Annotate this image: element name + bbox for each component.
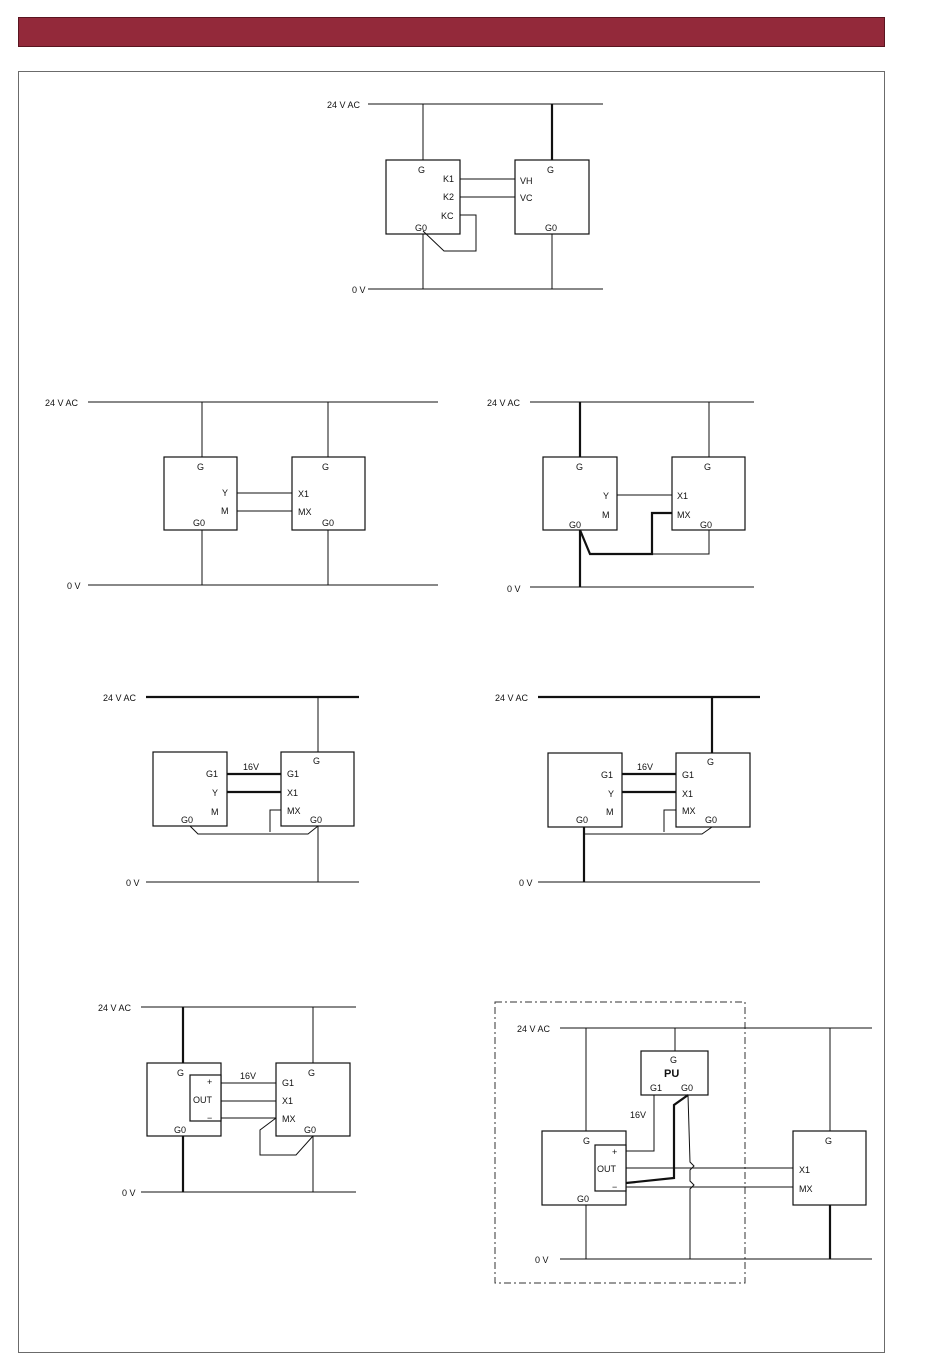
g1-label: G1: [282, 1078, 294, 1088]
g-label: G: [670, 1055, 677, 1065]
kc-label: KC: [441, 211, 454, 221]
plus-label: +: [612, 1147, 617, 1157]
x1-label: X1: [282, 1096, 293, 1106]
g0-label: G0: [705, 815, 717, 825]
g-label: G: [583, 1136, 590, 1146]
diagram-4: 24 V AC 0 V G1 Y M G0 G G1 X1 MX G0 16V: [103, 693, 359, 888]
zero-label: 0 V: [126, 878, 140, 888]
supply-label: 24 V AC: [517, 1024, 551, 1034]
g-label: G: [197, 462, 204, 472]
minus-label: −: [612, 1182, 617, 1192]
diagram-2: 24 V AC 0 V G Y M G0 G X1 MX G0: [45, 398, 438, 591]
m-label: M: [606, 807, 614, 817]
g0-label: G0: [577, 1194, 589, 1204]
g0-label: G0: [545, 223, 557, 233]
y-label: Y: [608, 789, 614, 799]
g0-label: G0: [681, 1083, 693, 1093]
g-label: G: [707, 757, 714, 767]
m-label: M: [221, 506, 229, 516]
zero-label: 0 V: [507, 584, 521, 594]
supply-label: 24 V AC: [103, 693, 137, 703]
out-label: OUT: [597, 1164, 617, 1174]
diagram-5: 24 V AC 0 V G1 Y M G0 G G1 X1 MX G0 16V: [495, 693, 760, 888]
v16-label: 16V: [637, 762, 653, 772]
x1-label: X1: [677, 491, 688, 501]
g0-label: G0: [322, 518, 334, 528]
diagram-6: 24 V AC 0 V G + OUT − G0 G G1 X1 MX G0 1…: [98, 1003, 356, 1198]
m-label: M: [211, 807, 219, 817]
zero-label: 0 V: [67, 581, 81, 591]
plus-label: +: [207, 1077, 212, 1087]
x1-label: X1: [799, 1165, 810, 1175]
diagram-3: 24 V AC 0 V G Y M G0 G X1 MX G0: [487, 398, 754, 594]
g0-label: G0: [576, 815, 588, 825]
supply-label: 24 V AC: [487, 398, 521, 408]
g-label: G: [313, 756, 320, 766]
y-label: Y: [222, 488, 228, 498]
mx-label: MX: [799, 1184, 813, 1194]
diagram-7: 24 V AC 0 V G PU G1 G0 G + OUT − G0 G X1…: [495, 1002, 872, 1283]
m-label: M: [602, 510, 610, 520]
x1-label: X1: [287, 788, 298, 798]
g-label: G: [825, 1136, 832, 1146]
g1-label: G1: [287, 769, 299, 779]
zero-label: 0 V: [122, 1188, 136, 1198]
y-label: Y: [212, 788, 218, 798]
k1-label: K1: [443, 174, 454, 184]
mx-label: MX: [682, 806, 696, 816]
supply-label: 24 V AC: [98, 1003, 132, 1013]
g0-label: G0: [310, 815, 322, 825]
k2-label: K2: [443, 192, 454, 202]
zero-label: 0 V: [352, 285, 366, 295]
g0-label: G0: [700, 520, 712, 530]
mx-label: MX: [282, 1114, 296, 1124]
vh-label: VH: [520, 176, 533, 186]
diagram-1: 24 V AC 0 V G K1 K2 KC G0 G VH VC G0: [327, 100, 603, 295]
g-label: G: [177, 1068, 184, 1078]
minus-label: −: [207, 1113, 212, 1123]
v16-label: 16V: [240, 1071, 256, 1081]
g0-label: G0: [569, 520, 581, 530]
g0-label: G0: [415, 223, 427, 233]
g-label: G: [547, 165, 554, 175]
mx-label: MX: [298, 507, 312, 517]
g0-label: G0: [181, 815, 193, 825]
supply-label: 24 V AC: [45, 398, 79, 408]
supply-label: 24 V AC: [495, 693, 529, 703]
x1-label: X1: [682, 789, 693, 799]
g-label: G: [418, 165, 425, 175]
y-label: Y: [603, 491, 609, 501]
g0-label: G0: [304, 1125, 316, 1135]
g1-label: G1: [601, 770, 613, 780]
x1-label: X1: [298, 489, 309, 499]
mx-label: MX: [677, 510, 691, 520]
mx-label: MX: [287, 806, 301, 816]
zero-label: 0 V: [535, 1255, 549, 1265]
v16-label: 16V: [243, 762, 259, 772]
out-label: OUT: [193, 1095, 213, 1105]
v16-label: 16V: [630, 1110, 646, 1120]
g-label: G: [576, 462, 583, 472]
pu-label: PU: [664, 1068, 679, 1080]
g1-label: G1: [650, 1083, 662, 1093]
g-label: G: [704, 462, 711, 472]
g0-label: G0: [174, 1125, 186, 1135]
supply-label: 24 V AC: [327, 100, 361, 110]
zero-label: 0 V: [519, 878, 533, 888]
g-label: G: [322, 462, 329, 472]
g1-label: G1: [682, 770, 694, 780]
g0-label: G0: [193, 518, 205, 528]
g-label: G: [308, 1068, 315, 1078]
g1-label: G1: [206, 769, 218, 779]
vc-label: VC: [520, 193, 533, 203]
